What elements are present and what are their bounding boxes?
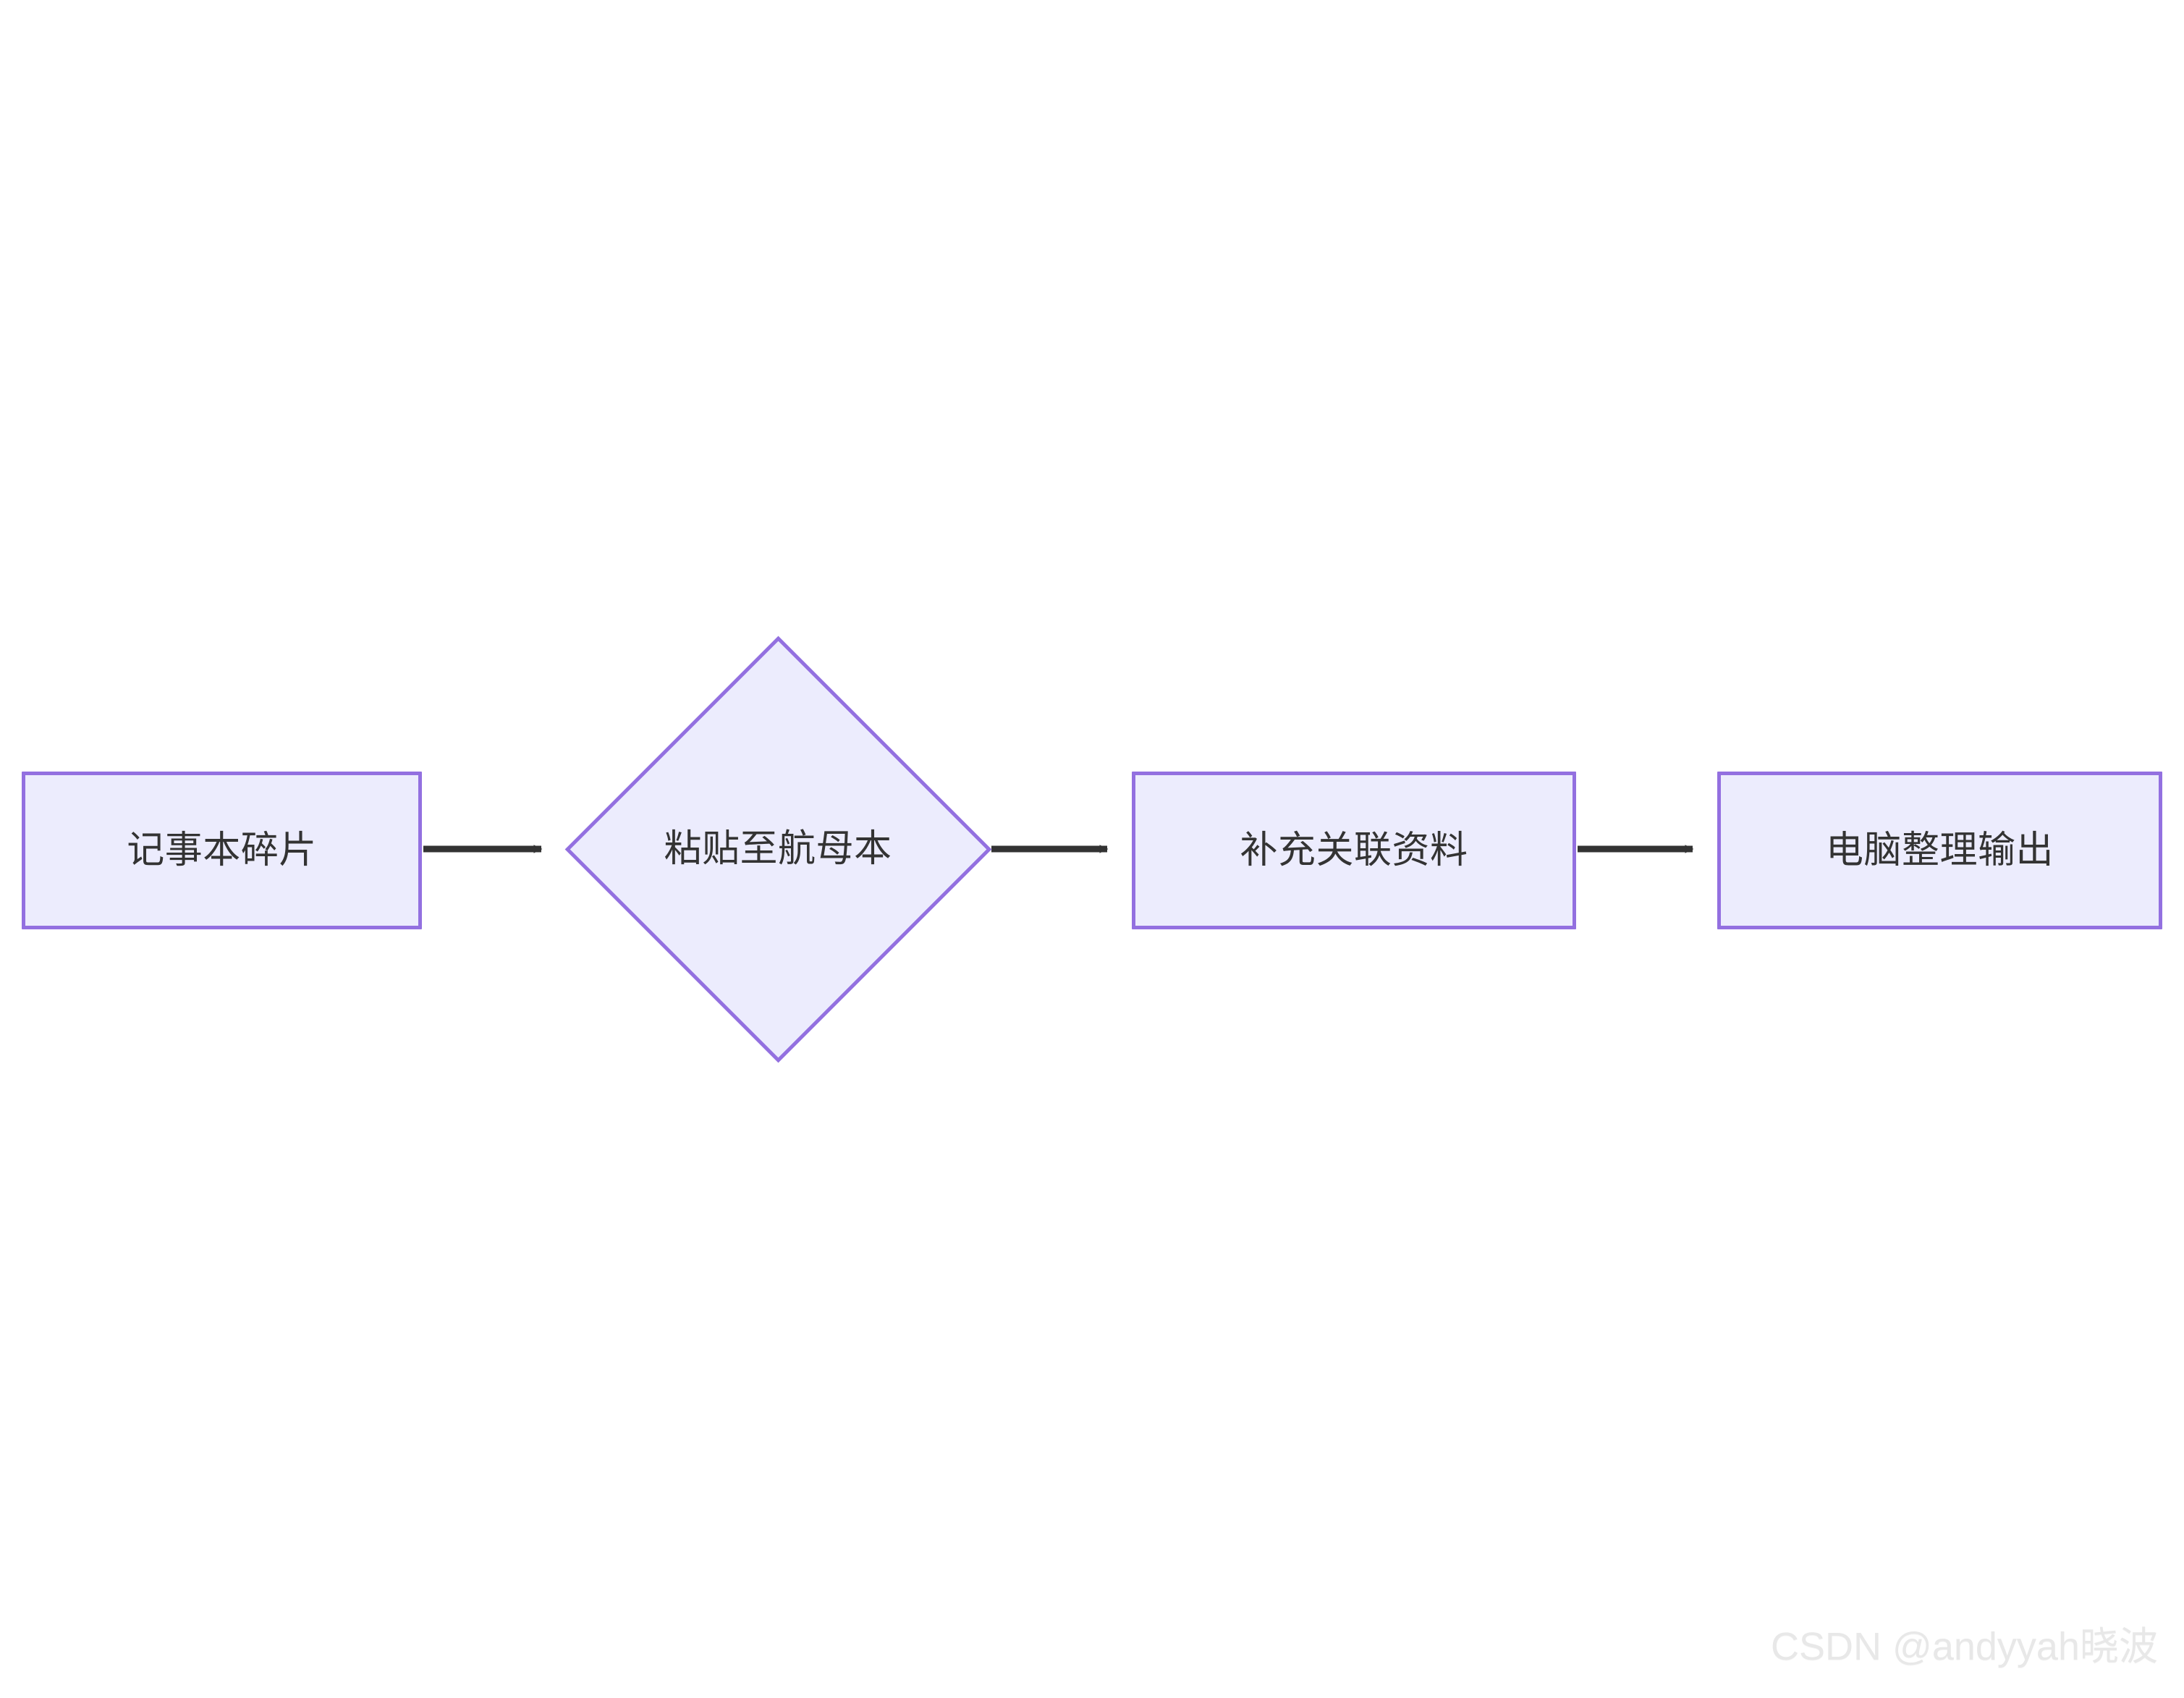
- node-label: 记事本碎片: [127, 829, 317, 871]
- node-label: 电脑整理输出: [1825, 829, 2054, 871]
- node-paste-to-carrier-book[interactable]: 粘贴至航母本: [564, 635, 991, 1063]
- watermark: CSDN @andyyah晓波: [1771, 1625, 2158, 1668]
- node-computer-organize-output[interactable]: 电脑整理输出: [1717, 772, 2162, 929]
- node-add-related-material[interactable]: 补充关联资料: [1132, 772, 1576, 929]
- diamond-shape: [564, 635, 991, 1063]
- node-notepad-fragment[interactable]: 记事本碎片: [22, 772, 422, 929]
- node-label: 补充关联资料: [1240, 829, 1468, 871]
